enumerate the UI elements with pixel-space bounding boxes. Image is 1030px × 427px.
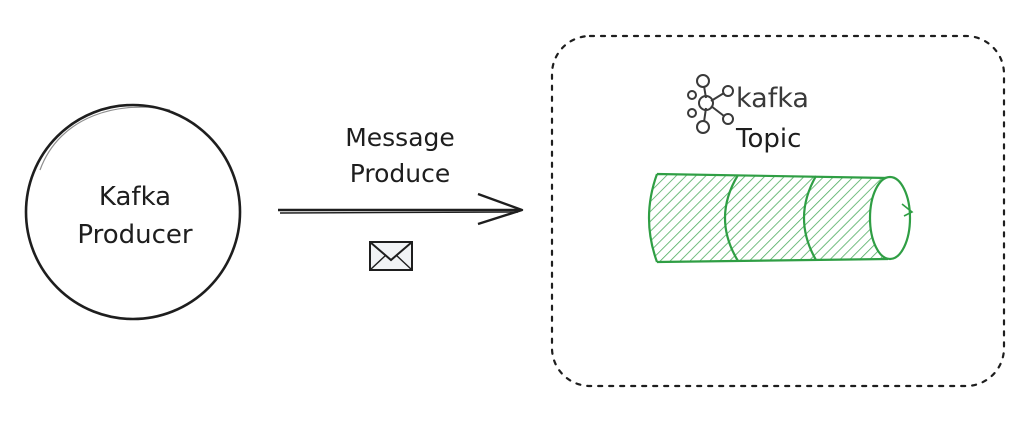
- message-label: Message Produce: [312, 120, 488, 192]
- produce-arrow: [278, 192, 524, 226]
- partition-segment: [802, 175, 817, 261]
- envelope-icon: [369, 241, 413, 271]
- message-label-line1: Message: [345, 123, 455, 152]
- topic-label: Topic: [736, 124, 802, 154]
- cylinder-outline: [647, 172, 889, 264]
- kafka-logo-icon: [687, 74, 734, 134]
- producer-node[interactable]: [24, 103, 242, 321]
- producer-label-line1: Kafka: [98, 182, 172, 212]
- topic-container[interactable]: [550, 34, 1006, 388]
- producer-label-line2: Producer: [77, 220, 193, 250]
- partition-segment: [723, 174, 739, 262]
- topic-cylinder[interactable]: [647, 172, 914, 264]
- message-label-line2: Produce: [349, 159, 451, 188]
- producer-label: Kafka Producer: [52, 178, 218, 254]
- producer-circle: [24, 103, 242, 321]
- cylinder-end-cap: [868, 175, 912, 261]
- kafka-brand-text: kafka: [736, 83, 809, 114]
